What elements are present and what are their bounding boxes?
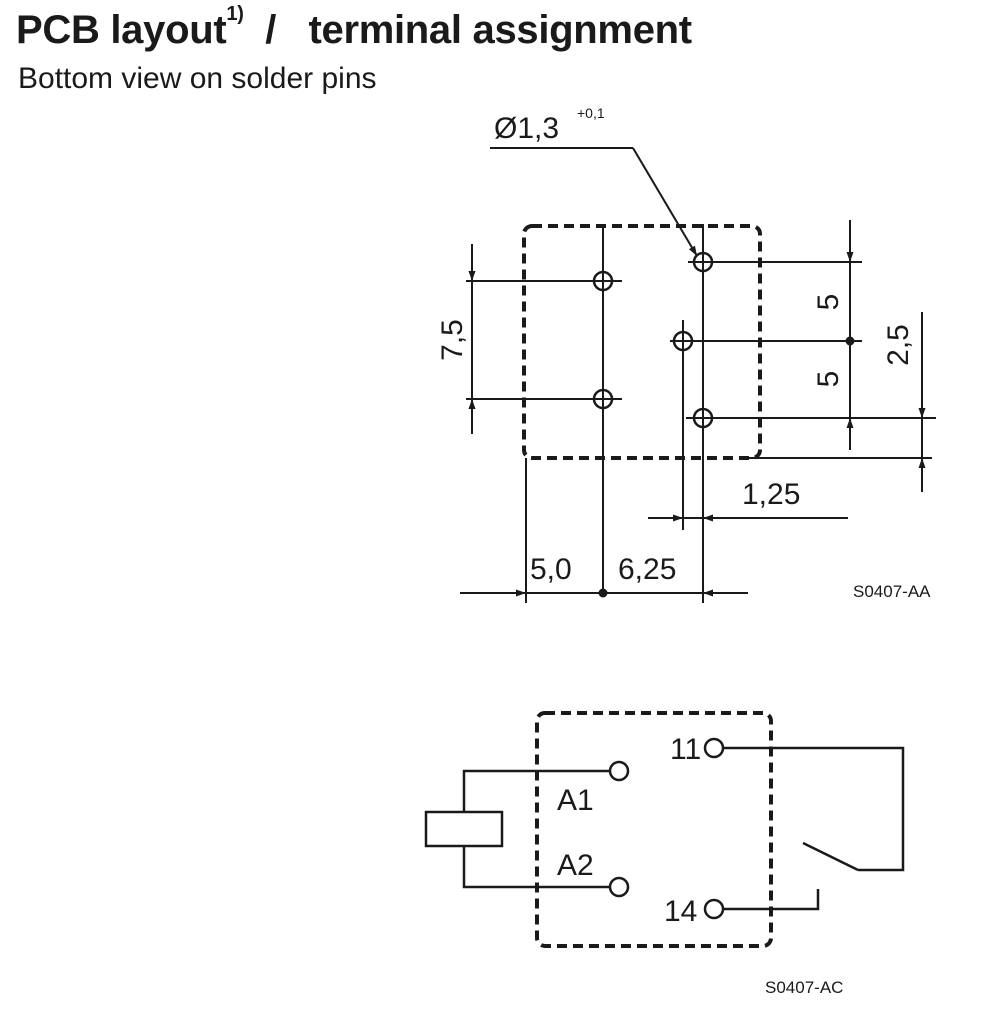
dim-label-5-0: 5,0	[530, 553, 572, 586]
terminal-14-pin	[703, 898, 725, 920]
contact-wire-11	[723, 746, 905, 872]
pcb-pin-left-bottom	[592, 388, 614, 410]
terminal-a1-label: A1	[557, 784, 594, 817]
terminal-14-label: 14	[664, 895, 697, 928]
terminal-a2-label: A2	[557, 849, 594, 882]
title-footnote: 1)	[226, 3, 244, 25]
coil-wire-a2	[462, 846, 610, 889]
dim-label-6-25: 6,25	[618, 553, 676, 586]
pcb-pin-right-bottom	[692, 407, 714, 429]
switch-contact-blade	[802, 841, 859, 872]
dim-dot-bottom-mid	[598, 588, 608, 598]
pcb-layout-drawing	[460, 147, 936, 603]
terminal-11-label: 11	[670, 733, 701, 766]
pcb-pin-right-middle	[672, 330, 694, 352]
hole-tolerance-label: +0,1	[577, 105, 605, 121]
dim-label-5-upper: 5	[812, 294, 845, 311]
terminal-a2-pin	[608, 876, 630, 898]
dim-label-1-25: 1,25	[742, 478, 800, 511]
drawing-code-aa: S0407-AA	[853, 582, 931, 601]
contact-wire-14	[723, 889, 820, 911]
title-separator: /	[265, 8, 277, 52]
page-title: PCB layout1) / terminal assignment	[16, 4, 692, 53]
pcb-pin-right-top	[692, 251, 714, 273]
page-subtitle: Bottom view on solder pins	[18, 62, 377, 95]
dim-label-7-5: 7,5	[436, 319, 469, 361]
hole-diameter-label: Ø1,3	[494, 112, 559, 145]
relay-outline-terminal	[535, 711, 773, 948]
coil-symbol	[424, 810, 504, 848]
dim-label-5-lower: 5	[812, 371, 845, 388]
terminal-11-pin	[703, 737, 725, 759]
pcb-pin-left-top	[592, 270, 614, 292]
hole-diameter-leader-diag	[632, 147, 698, 257]
terminal-a1-pin	[608, 760, 630, 782]
dim-dot-5-mid	[845, 336, 855, 346]
title-main: PCB layout	[16, 8, 227, 52]
title-second: terminal assignment	[308, 8, 692, 52]
dim-label-2-5: 2,5	[882, 324, 915, 366]
coil-wire-a1	[462, 769, 610, 812]
drawing-code-ac: S0407-AC	[765, 978, 843, 997]
terminal-assignment-drawing	[424, 711, 905, 948]
